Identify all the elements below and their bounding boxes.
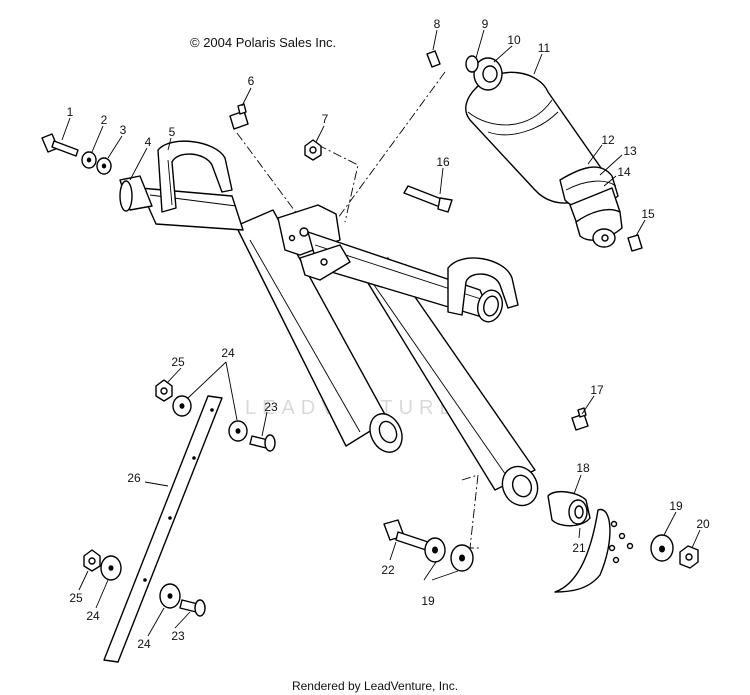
callout-6: 6 (248, 74, 255, 88)
limiter-strap (83, 379, 276, 663)
callout-8: 8 (434, 17, 441, 31)
callout-7: 7 (322, 112, 329, 126)
callout-24-bottom: 24 (137, 637, 151, 651)
callout-26: 26 (127, 471, 141, 485)
callout-11: 11 (538, 41, 551, 55)
callout-23-top: 23 (264, 400, 278, 414)
leader-lines (61, 29, 701, 637)
callout-17: 17 (590, 383, 604, 397)
callout-12: 12 (601, 133, 615, 147)
callout-25-bottom: 25 (69, 591, 83, 605)
callout-22: 22 (381, 563, 395, 577)
callout-23-bottom: 23 (171, 629, 185, 643)
callout-10: 10 (507, 33, 521, 47)
callout-13: 13 (623, 144, 637, 158)
left-swing-arm (119, 140, 403, 453)
assembly-lines (236, 71, 480, 549)
callout-9: 9 (482, 17, 489, 31)
copyright-text: © 2004 Polaris Sales Inc. (190, 35, 336, 50)
callout-20: 20 (696, 517, 710, 531)
hardware (41, 50, 699, 593)
callout-21: 21 (572, 541, 586, 555)
callout-3: 3 (120, 123, 127, 137)
callout-14: 14 (617, 165, 631, 179)
right-swing-arm (299, 231, 539, 507)
callout-25-top: 25 (171, 355, 185, 369)
callout-15: 15 (641, 207, 655, 221)
callout-18: 18 (576, 461, 590, 475)
callout-19-lower: 19 (421, 594, 435, 608)
callout-2: 2 (101, 113, 108, 127)
callout-24-left: 24 (86, 609, 100, 623)
callout-19-right: 19 (669, 499, 683, 513)
footer-text: Rendered by LeadVenture, Inc. (292, 679, 458, 693)
callout-4: 4 (145, 135, 152, 149)
shock-absorber (465, 57, 623, 248)
callout-24-top: 24 (221, 346, 235, 360)
callout-5: 5 (169, 125, 176, 139)
callout-numbers: 1 2 3 4 5 6 7 8 9 10 11 12 13 14 15 16 1… (67, 17, 710, 651)
callout-16: 16 (436, 155, 450, 169)
callout-1: 1 (67, 105, 74, 119)
